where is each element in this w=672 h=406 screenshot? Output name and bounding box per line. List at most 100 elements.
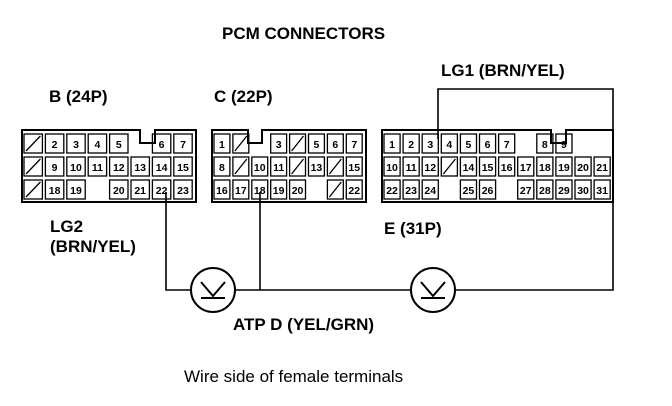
pin-number: 15 [177,162,189,174]
pin-number: 23 [405,185,417,197]
pin-number: 16 [501,162,513,174]
pin-cell [108,156,129,177]
pin-number: 14 [156,162,168,174]
pin-cell [383,179,401,200]
pin-cell [270,179,288,200]
pin-cell [478,156,497,177]
pin-number: 22 [348,185,360,197]
pin-cell [497,133,516,154]
pin-cell [402,179,420,200]
pin-cell [232,133,250,154]
pin-cell [402,156,420,177]
pin-cell [574,179,592,200]
pin-number: 15 [348,162,360,174]
pin-cell [345,179,363,200]
pin-number: 27 [520,185,532,197]
lg2-label-line2: (BRN/YEL) [50,237,136,256]
unused-pin-slash [25,135,41,152]
pin-number: 16 [216,185,228,197]
pin-cell [459,156,478,177]
pin-cell [108,179,129,200]
pin-cell [66,156,86,177]
pin-cell [213,156,231,177]
pin-cell [459,179,478,200]
pin-cell [288,156,307,177]
pin-cell [213,133,231,154]
pin-number: 30 [577,185,589,197]
pin-number: 2 [52,139,58,151]
pin-cell [326,156,344,177]
pin-cell [593,179,611,200]
pin-cell [497,156,516,177]
pin-number: 21 [134,185,146,197]
pin-cell [326,179,344,200]
lg1-wire [437,88,614,291]
pin-number: 31 [596,185,608,197]
pin-cell [44,179,65,200]
voltmeter-right-icon [410,267,456,313]
pin-number: 7 [351,139,357,151]
voltmeter-left-icon [190,267,236,313]
pin-cell [555,133,573,154]
pin-cell [421,156,439,177]
pin-cell [173,156,193,177]
pin-cell [270,156,288,177]
connector-b-label: B (24P) [49,87,108,106]
pin-cell [345,156,363,177]
pin-cell [173,179,193,200]
pin-cell [478,179,497,200]
pin-number: 20 [292,185,304,197]
pin-number: 11 [92,162,103,174]
pin-cell [213,179,231,200]
pin-cell [108,133,129,154]
pin-number: 4 [94,139,100,151]
pin-number: 5 [116,139,122,151]
pin-number: 2 [408,139,414,151]
pin-cell [87,156,108,177]
pin-cell [66,179,86,200]
pin-number: 22 [156,185,168,197]
pin-number: 20 [113,185,125,197]
pin-number: 4 [446,139,452,151]
pin-number: 9 [561,139,567,151]
pin-number: 5 [466,139,472,151]
pin-cell [307,133,326,154]
pin-cell [440,133,459,154]
pin-cell [23,156,44,177]
connector-e-label: E (31P) [384,219,442,238]
unused-pin-slash [25,181,41,198]
pin-cell [478,133,497,154]
pin-number: 19 [558,162,570,174]
pin-number: 23 [177,185,189,197]
pin-cell [459,133,478,154]
pin-number: 29 [558,185,570,197]
pin-number: 24 [424,185,436,197]
pin-cell [383,156,401,177]
pin-number: 6 [159,139,165,151]
pin-number: 25 [463,185,475,197]
pin-number: 3 [276,139,282,151]
pin-number: 5 [314,139,320,151]
pin-cell [383,133,401,154]
pin-number: 3 [73,139,79,151]
pin-number: 6 [485,139,491,151]
pin-number: 28 [539,185,551,197]
pin-number: 18 [254,185,266,197]
pin-number: 11 [406,162,417,174]
atp-d-label: ATP D (YEL/GRN) [233,315,374,334]
pin-number: 19 [70,185,82,197]
pin-cell [555,179,573,200]
caption: Wire side of female terminals [184,367,403,386]
pin-cell [402,133,420,154]
pin-number: 10 [70,162,82,174]
lg2-wire [165,192,190,291]
connector-c-label: C (22P) [214,87,273,106]
pin-number: 19 [273,185,285,197]
pin-number: 15 [482,162,494,174]
pin-cell [326,133,344,154]
pin-number: 6 [332,139,338,151]
unused-pin-slash [234,135,248,152]
pin-cell [130,156,151,177]
